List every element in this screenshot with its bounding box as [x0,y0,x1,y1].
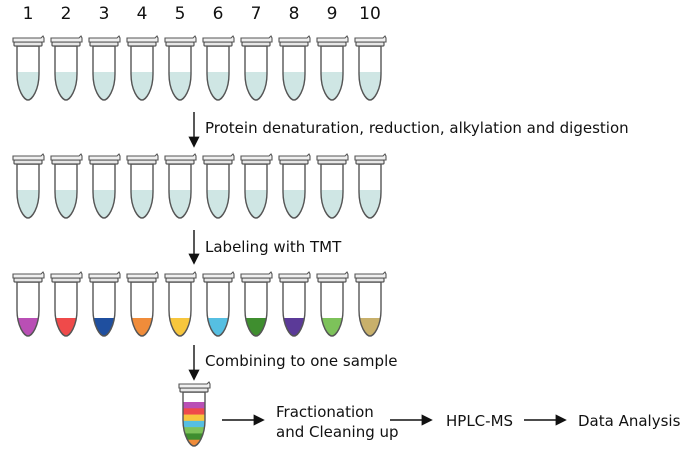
sample-tube-7 [236,34,276,104]
tube-number-7: 7 [250,4,262,24]
labeled-tube-6 [198,270,238,340]
tube-number-3: 3 [98,4,110,24]
labeled-tube-1 [8,270,48,340]
labeled-tube-9 [312,270,352,340]
digested-tube-2 [46,152,86,222]
sample-tube-8 [274,34,314,104]
labeled-tube-8 [274,270,314,340]
digested-tube-1 [8,152,48,222]
flow-label-fractionation: Fractionation and Cleaning up [276,402,399,442]
sample-tube-1 [8,34,48,104]
digested-tube-10 [350,152,390,222]
sample-tube-5 [160,34,200,104]
digested-tube-9 [312,152,352,222]
sample-tube-2 [46,34,86,104]
flow-label-hplc: HPLC-MS [446,412,514,430]
tube-number-9: 9 [326,4,338,24]
labeled-tube-2 [46,270,86,340]
tube-number-10: 10 [359,4,381,24]
tube-number-4: 4 [136,4,148,24]
sample-tube-3 [84,34,124,104]
sample-tube-10 [350,34,390,104]
labeled-tube-7 [236,270,276,340]
combined-tube [174,380,214,450]
labeled-tube-5 [160,270,200,340]
fractionation-line-1: Fractionation [276,403,374,421]
digested-tube-4 [122,152,162,222]
digested-tube-3 [84,152,124,222]
step-label-digestion: Protein denaturation, reduction, alkylat… [205,119,629,137]
labeled-tube-3 [84,270,124,340]
tube-number-2: 2 [60,4,72,24]
sample-tube-6 [198,34,238,104]
flow-label-data-analysis: Data Analysis [578,412,681,430]
labeled-tube-10 [350,270,390,340]
sample-tube-9 [312,34,352,104]
digested-tube-6 [198,152,238,222]
digested-tube-8 [274,152,314,222]
step-label-combining: Combining to one sample [205,352,398,370]
labeled-tube-4 [122,270,162,340]
digested-tube-5 [160,152,200,222]
digested-tube-7 [236,152,276,222]
step-label-labeling: Labeling with TMT [205,238,342,256]
tube-number-5: 5 [174,4,186,24]
tube-number-8: 8 [288,4,300,24]
tube-number-1: 1 [22,4,34,24]
fractionation-line-2: and Cleaning up [276,423,399,441]
sample-tube-4 [122,34,162,104]
tube-number-6: 6 [212,4,224,24]
